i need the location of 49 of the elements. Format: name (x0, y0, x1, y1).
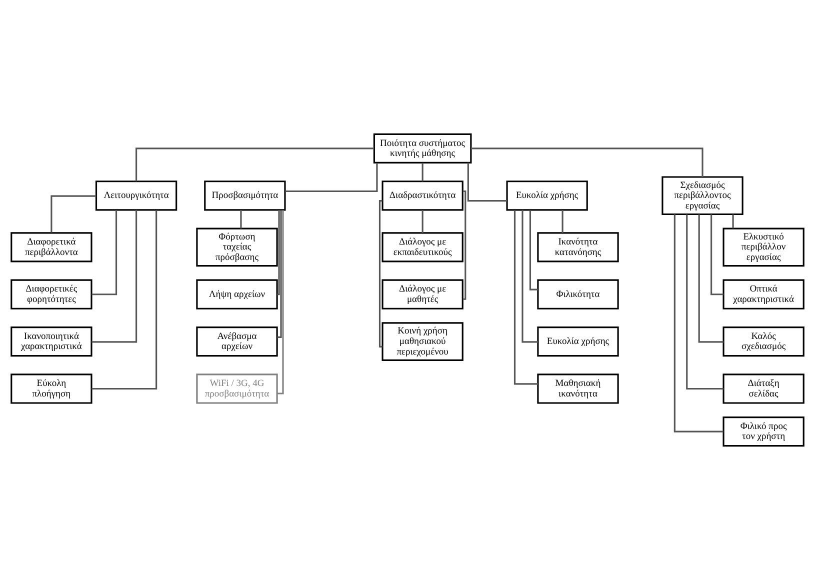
node-box: Καλός σχεδιασμός (722, 326, 804, 356)
node-box: Διαφορετικά περιβάλλοντα (10, 232, 92, 262)
node-box: Διάλογος με μαθητές (382, 278, 464, 309)
connector (698, 214, 724, 342)
node-box: Διαφορετικές φορητότητες (10, 278, 92, 309)
connector (240, 210, 242, 228)
node-box: Προσβασιμότητα (204, 180, 286, 210)
connector (562, 210, 564, 232)
connector (422, 210, 424, 232)
connector (471, 147, 704, 176)
connector (732, 214, 734, 228)
connector (92, 210, 158, 390)
node-box: Ανέβασμα αρχείων (196, 326, 278, 356)
connector (422, 162, 424, 181)
node-box: Κοινή χρήση μαθησιακού περιεχομένου (382, 322, 464, 360)
connector (529, 210, 538, 290)
connector (674, 214, 724, 432)
node-box: Ευκολία χρήσης (537, 326, 619, 356)
connector (514, 210, 538, 384)
connector (378, 200, 382, 347)
node-box: Ικανοποιητικά χαρακτηριστικά (10, 326, 92, 356)
node-box: Οπτικά χαρακτηριστικά (722, 278, 804, 309)
node-box: Λειτουργικότητα (95, 180, 178, 210)
node-box: Ικανότητα κατανόησης (537, 232, 619, 262)
node-box: Μαθησιακή ικανότητα (537, 373, 619, 404)
connector (136, 147, 374, 181)
node-box: Διαδραστικότητα (382, 180, 464, 210)
node-box: Ευκολία χρήσης (506, 180, 588, 210)
node-box: Διάλογος με εκπαιδευτικούς (382, 232, 464, 262)
node-box: Φιλικότητα (537, 278, 619, 309)
connector (50, 194, 96, 232)
node-box: Διάταξη σελίδας (722, 373, 804, 404)
node-box: WiFi / 3G, 4G προσβασιμότητα (196, 373, 278, 404)
node-box: Φιλικό προς τον χρήστη (722, 416, 804, 446)
connector (92, 209, 118, 295)
node-box: Λήψη αρχείων (196, 278, 278, 309)
connector (467, 162, 507, 202)
node-box: Ελκυστικό περιβάλλον εργασίας (722, 227, 804, 266)
connector (92, 209, 138, 342)
connector (277, 210, 284, 394)
connector (285, 162, 378, 192)
connector (277, 209, 280, 295)
connector (686, 214, 724, 390)
connector (462, 190, 466, 300)
connector (277, 209, 282, 338)
node-box: Φόρτωση ταχείας πρόσβασης (196, 227, 278, 266)
node-box: Σχεδιασμός περιβάλλοντος εργασίας (662, 176, 744, 215)
node-box: Εύκολη πλοήγηση (10, 373, 92, 404)
node-box: Ποιότητα συστήματος κινητής μάθησης (373, 132, 472, 164)
